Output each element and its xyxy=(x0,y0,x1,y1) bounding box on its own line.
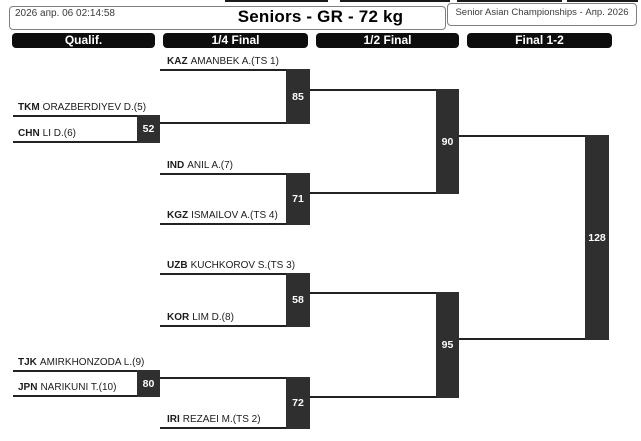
top-edge-artifact xyxy=(340,0,450,2)
country-code: IRI xyxy=(167,414,180,425)
athlete-name: NARIKUNI T.(10) xyxy=(40,382,117,393)
bracket-line xyxy=(310,292,436,294)
bracket-line xyxy=(13,395,137,397)
athlete-name: AMIRKHONZODA L.(9) xyxy=(39,357,145,368)
bracket-line xyxy=(310,89,436,91)
match-block-quarterfinal-4: 72 xyxy=(286,377,310,429)
datetime-text: 2026 апр. 06 02:14:58 xyxy=(15,8,115,19)
bracket-line xyxy=(459,338,585,340)
bracket-line xyxy=(459,135,585,137)
match-block-quarterfinal-1: 85 xyxy=(286,69,310,124)
match-block-quarterfinal-2: 71 xyxy=(286,173,310,225)
match-block-quarterfinal-3: 58 xyxy=(286,273,310,327)
round-header-final: Final 1-2 xyxy=(467,33,612,48)
athlete-name: KUCHKOROV S.(TS 3) xyxy=(190,260,296,271)
bracket-line xyxy=(160,69,286,71)
country-code: KGZ xyxy=(167,210,189,221)
athlete-name: ISMAILOV A.(TS 4) xyxy=(191,210,278,221)
country-code: JPN xyxy=(18,382,38,393)
match-block-semifinal-2: 95 xyxy=(436,292,459,398)
match-block-qualif-1: 52 xyxy=(137,115,160,143)
athlete-name: REZAEI M.(TS 2) xyxy=(182,414,261,425)
country-code: IND xyxy=(167,160,185,171)
page-title: Seniors - GR - 72 kg xyxy=(237,7,404,26)
bracket-line xyxy=(310,192,436,194)
bracket-line xyxy=(160,427,286,429)
event-title: Senior Asian Championships - Апр. 2026 xyxy=(455,7,629,18)
bracket-line xyxy=(160,377,286,379)
country-code: CHN xyxy=(18,128,40,139)
country-code: KAZ xyxy=(167,56,188,67)
header-box xyxy=(9,6,446,30)
athlete-name: ORAZBERDIYEV D.(5) xyxy=(42,102,147,113)
round-header-semifinal: 1/2 Final xyxy=(316,33,459,48)
athlete-name: LI D.(6) xyxy=(42,128,77,139)
bracket-line xyxy=(13,141,137,143)
country-code: KOR xyxy=(167,312,190,323)
bracket-line xyxy=(310,396,436,398)
country-code: TKM xyxy=(18,102,40,113)
round-header-quarterfinal: 1/4 Final xyxy=(163,33,308,48)
event-box xyxy=(447,3,637,26)
athlete-name: ANIL A.(7) xyxy=(187,160,233,171)
top-edge-artifact xyxy=(225,0,328,2)
bracket-line xyxy=(13,115,137,117)
match-block-final: 128 xyxy=(585,135,609,340)
bracket-line xyxy=(160,122,286,124)
bracket-line xyxy=(160,325,286,327)
bracket-line xyxy=(13,370,137,372)
top-edge-artifact xyxy=(457,0,562,2)
match-block-qualif-2: 80 xyxy=(137,370,160,397)
bracket-line xyxy=(160,223,286,225)
bracket-line xyxy=(160,273,286,275)
bracket-line xyxy=(160,173,286,175)
top-edge-artifact xyxy=(567,0,638,2)
country-code: UZB xyxy=(167,260,188,271)
match-block-semifinal-1: 90 xyxy=(436,89,459,194)
country-code: TJK xyxy=(18,357,37,368)
round-header-qualif: Qualif. xyxy=(12,33,155,48)
athlete-name: LIM D.(8) xyxy=(192,312,234,323)
athlete-name: AMANBEK A.(TS 1) xyxy=(190,56,279,67)
